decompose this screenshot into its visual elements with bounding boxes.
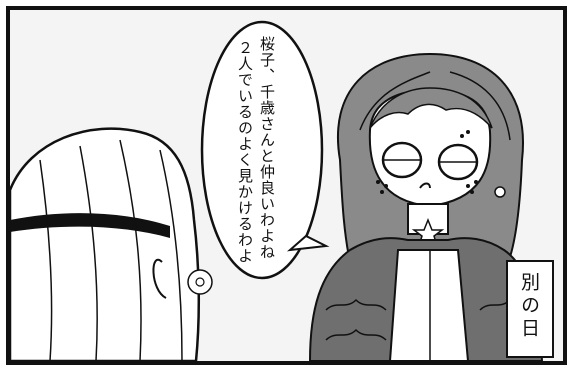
speech-line-1: 桜子、千歳さんと仲良いわよね <box>258 36 276 260</box>
left-character <box>10 127 213 361</box>
comic-panel: 桜子、千歳さんと仲良いわよね ２人でいるのよく見かけるわよ 別の日 <box>6 6 567 365</box>
dress-front <box>388 249 470 361</box>
caption-text: 別の日 <box>518 272 540 341</box>
speech-bubble-tail <box>286 234 330 252</box>
speech-line-2: ２人でいるのよく見かけるわよ <box>236 40 254 264</box>
left-character-head <box>10 127 201 361</box>
right-character <box>308 52 544 361</box>
back-hair-lines <box>39 139 183 361</box>
hair-band <box>10 213 170 238</box>
hair-strand-lines <box>359 71 511 141</box>
speech-bubble <box>200 20 324 280</box>
caption-box: 別の日 <box>506 260 554 358</box>
earring-icon <box>494 186 506 198</box>
mouth <box>419 182 431 189</box>
panel-artwork <box>10 10 563 361</box>
ear <box>152 258 167 299</box>
right-character-bangs <box>369 87 493 129</box>
flower-hairpin-icon <box>187 269 213 295</box>
freckles <box>376 130 478 194</box>
